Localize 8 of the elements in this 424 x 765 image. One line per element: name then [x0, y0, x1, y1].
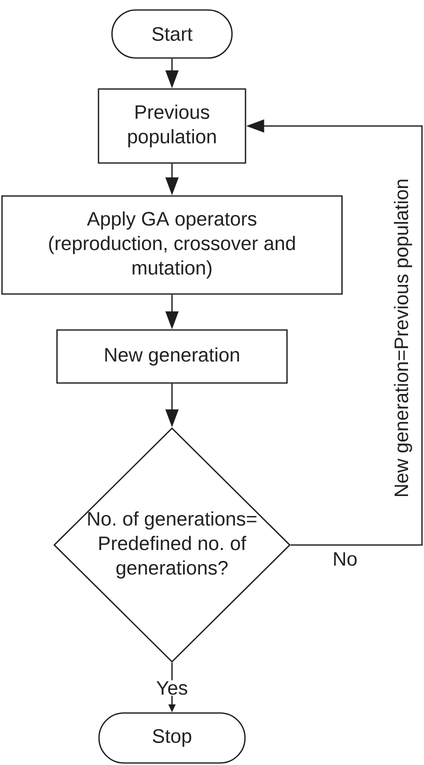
- edge-label: No: [332, 551, 358, 567]
- edge-label: Yes: [155, 680, 189, 696]
- vertical-label: New generation=Previous population: [394, 180, 412, 496]
- terminal-pill: Stop: [98, 712, 246, 764]
- terminal-pill: Start: [111, 9, 233, 59]
- process-box: Previous population: [98, 88, 246, 164]
- process-box: Apply GA operators (reproduction, crossover and mutation): [1, 195, 343, 295]
- process-box: New generation: [56, 329, 288, 384]
